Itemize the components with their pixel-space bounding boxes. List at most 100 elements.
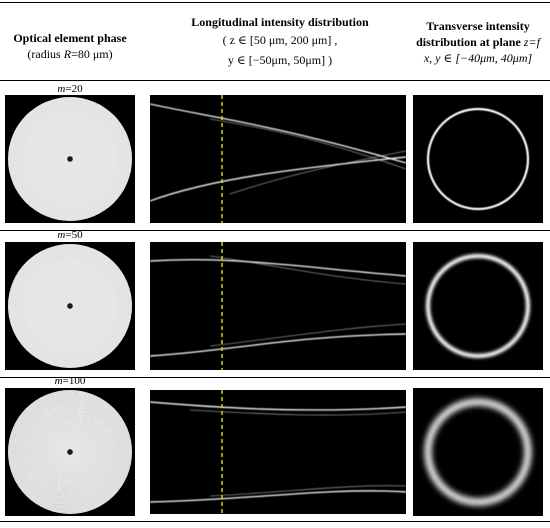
phase-edge-ring [17, 106, 123, 212]
phase-spiral-stripe [52, 417, 123, 514]
phase-spiral-stripe [12, 244, 93, 347]
phase-edge-ring [10, 99, 130, 219]
phase-spiral-stripe [41, 406, 132, 490]
phase-spiral-stripe [13, 427, 112, 512]
phase-spiral-stripe [8, 258, 97, 351]
phase-edge-ring [8, 97, 132, 221]
phase-edge-ring [21, 257, 119, 355]
phase-spiral-stripe [8, 117, 100, 207]
phase-spiral-stripe [49, 414, 126, 514]
phase-spiral-stripe [34, 253, 132, 325]
phase-edge-ring [15, 397, 125, 507]
phase-spiral-stripe [40, 111, 132, 201]
phase-edge-ring [17, 399, 123, 505]
phase-spiral-stripe [52, 271, 123, 368]
intensity-ring [426, 254, 530, 358]
phase-spiral-stripe [34, 398, 132, 471]
phase-edge-ring [12, 248, 128, 364]
phase-spiral-stripe [12, 390, 93, 492]
phase-spiral-stripe [49, 268, 125, 368]
phase-spiral-stripe [24, 390, 108, 481]
phase-spiral-stripe [40, 258, 132, 340]
phase-spiral-stripe [27, 391, 124, 478]
phase-spiral-stripe [8, 286, 107, 361]
phase-spiral-stripe [15, 97, 90, 196]
phase-spiral-stripe [11, 428, 111, 511]
phase-image-m20 [5, 95, 135, 223]
phase-spiral-stripe [8, 265, 99, 352]
phase-spiral-stripe [33, 104, 132, 179]
phase-spiral-stripe [8, 422, 100, 500]
beam-trace [189, 409, 406, 416]
phase-spiral-stripe [44, 409, 131, 506]
phase-spiral-stripe [19, 97, 92, 193]
longitudinal-image-m100 [150, 390, 406, 514]
beam-trace [150, 103, 406, 164]
phase-spiral-stripe [8, 435, 104, 503]
phase-edge-ring [17, 253, 123, 359]
phase-spiral-stripe [41, 260, 132, 347]
phase-spiral-stripe [32, 396, 132, 473]
longitudinal-beams [150, 401, 406, 503]
phase-spiral-stripe [10, 247, 95, 348]
header-phase: Optical element phase (radius R=80 μm) [13, 31, 127, 61]
phase-spiral-stripe [38, 403, 132, 474]
transverse-image-m100 [413, 388, 543, 516]
phase-spiral-stripe [8, 432, 107, 506]
phase-spiral-stripe [53, 418, 121, 514]
phase-spiral-stripe [46, 411, 129, 513]
phase-spiral-stripe [52, 418, 122, 514]
phase-spiral-stripe [12, 132, 114, 221]
phase-spiral-stripe [9, 398, 96, 495]
row-label-m50: m=50 [57, 229, 83, 241]
phase-spiral-stripe [25, 244, 115, 334]
beam-trace [150, 156, 406, 202]
phase-spiral-stripe [9, 428, 111, 511]
phase-spiral-stripe [31, 396, 132, 474]
phase-spiral-stripe [48, 413, 127, 514]
phase-spiral-stripe [15, 244, 91, 344]
phase-spiral-stripe [47, 412, 128, 514]
phase-spiral-stripe [14, 390, 92, 491]
phase-spiral-stripe [17, 390, 88, 487]
phase-spiral-stripe [8, 434, 105, 505]
phase-spiral-stripe [15, 390, 90, 489]
phase-spiral-stripe [36, 400, 132, 470]
phase-spiral-stripe [28, 392, 127, 477]
phase-spiral-stripe [19, 390, 86, 485]
phase-spiral-stripe [8, 432, 107, 507]
phase-spiral-stripe [29, 393, 129, 476]
phase-spiral-stripe [8, 283, 110, 364]
phase-spiral-stripe [8, 426, 101, 501]
phase-spiral-stripe [43, 261, 132, 354]
phase-spiral-stripe [32, 250, 132, 327]
longitudinal-image-m20 [150, 95, 406, 223]
phase-edge-ring [10, 392, 130, 512]
phase-spiral-stripe [50, 415, 124, 514]
phase-spiral-stripe [38, 402, 132, 470]
phase-edge-ring [12, 394, 128, 510]
beam-trace [150, 490, 406, 503]
phase-spiral-stripe [26, 244, 121, 333]
phase-spiral-stripe [8, 436, 103, 503]
phase-spiral-stripe [8, 429, 110, 510]
phase-spiral-stripe [8, 414, 99, 498]
phase-spiral-stripe [12, 97, 93, 199]
phase-spiral-stripe [8, 272, 100, 354]
phase-spiral-stripe [48, 420, 119, 514]
phase-disc [8, 244, 132, 368]
phase-spiral-stripe [37, 401, 132, 468]
header-longitudinal: Longitudinal intensity distribution ( z … [191, 15, 369, 67]
phase-spiral-stripe [8, 285, 108, 362]
phase-spiral-stripe [13, 281, 113, 367]
phase-spiral-stripe [39, 403, 132, 478]
phase-spiral-stripe [19, 426, 114, 514]
phase-spiral-stripe [43, 115, 132, 217]
top-rule [0, 2, 550, 3]
phase-spiral-stripe [40, 275, 118, 368]
phase-spiral-stripe [8, 418, 100, 499]
phase-spiral-stripe [17, 244, 88, 341]
phase-spiral-stripe [37, 256, 132, 324]
phase-spiral-stripe [47, 119, 128, 221]
bottom-rule [0, 521, 550, 522]
